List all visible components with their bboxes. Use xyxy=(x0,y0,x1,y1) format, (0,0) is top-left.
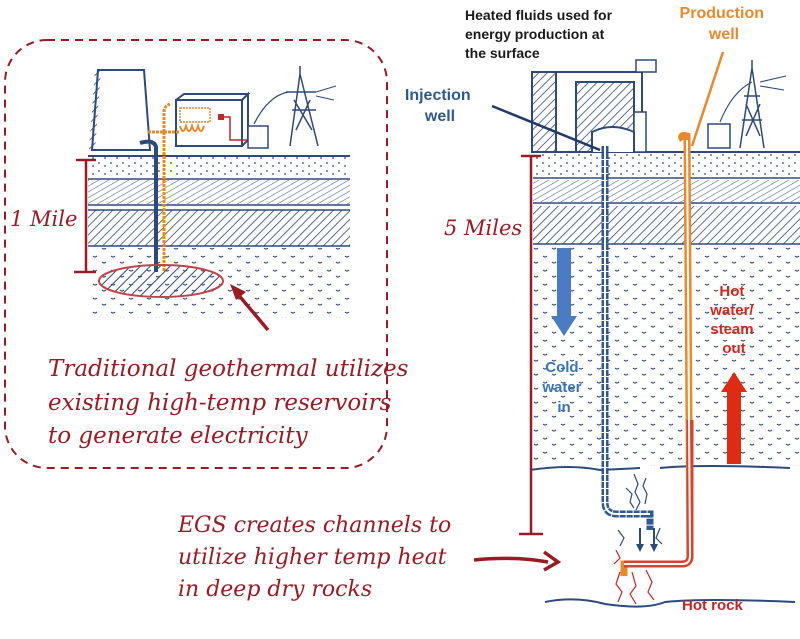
production-pipe-left xyxy=(148,102,180,272)
dashed-border xyxy=(4,39,388,469)
surface-note: Heated fluids used for energy production… xyxy=(465,7,616,61)
transmission-tower-icon xyxy=(247,66,337,149)
label-line: water xyxy=(541,379,581,396)
label-line: energy production at xyxy=(465,26,605,42)
reservoir-pointer-arrow xyxy=(234,290,270,332)
caption-line: to generate electricity xyxy=(48,423,309,449)
label-line: Heated fluids used for xyxy=(465,7,613,23)
production-leader-line xyxy=(690,51,725,147)
label-line: out xyxy=(722,340,745,357)
caption-line: existing high-temp reservoirs xyxy=(48,390,392,416)
traditional-geothermal-panel: 1 Mile Traditional geothermal utilizes e… xyxy=(4,39,416,469)
injection-pipe-left xyxy=(139,139,158,272)
label-line: Cold xyxy=(545,359,578,376)
caption-line: utilize higher temp heat xyxy=(178,545,447,570)
scale-label-1-mile: 1 Mile xyxy=(10,207,77,231)
caption-line: EGS creates channels to xyxy=(177,513,451,538)
label-line: the surface xyxy=(465,45,540,61)
label-line: Production xyxy=(680,5,764,22)
injection-well-label: Injection well xyxy=(405,87,475,125)
fracture-flow-arrows xyxy=(636,528,658,552)
egs-caption: EGS creates channels to utilize higher t… xyxy=(177,513,458,602)
hot-water-label: Hot water/ steam out xyxy=(709,283,758,357)
traditional-caption: Traditional geothermal utilizes existing… xyxy=(48,356,416,449)
caption-line: in deep dry rocks xyxy=(178,577,372,602)
reservoir-ellipse xyxy=(98,264,224,298)
label-line: Injection xyxy=(405,87,471,104)
scale-bar-1-mile xyxy=(74,158,96,274)
cold-water-label: Cold water in xyxy=(541,359,585,416)
caption-line: Traditional geothermal utilizes xyxy=(48,356,409,382)
egs-panel: 5 Miles Cold water in Hot water/ steam o… xyxy=(405,5,800,614)
label-line: well xyxy=(424,108,455,125)
egs-pointer-arrow xyxy=(473,556,549,564)
label-line: Hot xyxy=(719,283,744,300)
hot-water-up-arrow xyxy=(721,372,747,464)
ground-layers-right xyxy=(529,151,800,608)
production-well-label: Production well xyxy=(680,5,769,43)
fracture-network xyxy=(613,473,663,605)
cold-water-down-arrow xyxy=(551,248,577,336)
label-line: in xyxy=(557,399,570,416)
scale-label-5-miles: 5 Miles xyxy=(444,216,522,240)
hot-rock-label: Hot rock xyxy=(682,597,744,614)
label-line: steam xyxy=(710,321,753,338)
cooling-tower-icon xyxy=(90,69,152,151)
injection-leader-line xyxy=(491,104,601,152)
scale-bar-5-miles xyxy=(519,154,543,536)
label-line: water/ xyxy=(709,302,754,319)
label-line: well xyxy=(708,26,739,43)
power-plant-icon xyxy=(175,91,251,147)
